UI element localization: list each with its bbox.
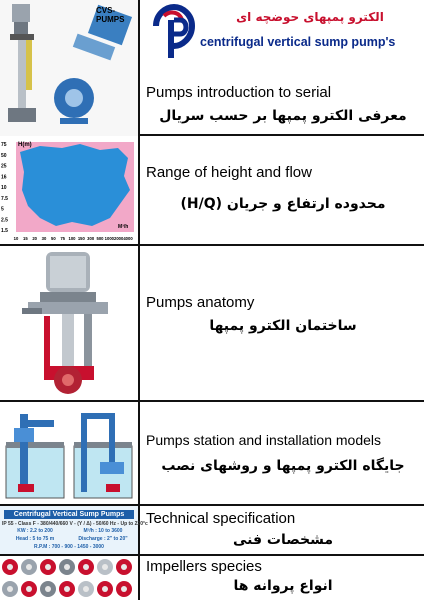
impeller-hub-icon [7, 564, 13, 570]
impeller-hub-icon [121, 564, 127, 570]
company-logo-icon [153, 3, 196, 58]
range-area [20, 144, 130, 226]
section-station[interactable]: Pumps station and installation models جا… [0, 402, 424, 506]
h-axis-label: H(m) [18, 142, 32, 148]
impeller-hub-icon [64, 564, 70, 570]
section-anatomy[interactable]: Pumps anatomy ساختمان الکترو پمپها [0, 246, 424, 402]
section-title-en: Technical specification [146, 510, 296, 527]
x-tick-label: 300 [87, 236, 95, 241]
section-title-en: Pumps station and installation models [146, 432, 382, 448]
x-tick-label: 20 [32, 236, 37, 241]
impeller-hub-icon [26, 586, 32, 592]
section-title-fa: محدوده ارتفاع و جریان (H/Q) [180, 196, 386, 212]
section-title-en: Pumps anatomy [146, 294, 255, 311]
section-title-en: Pumps introduction to serial [146, 84, 332, 101]
x-tick-label: 500 [97, 236, 105, 241]
section-title-en: Range of height and flow [146, 164, 312, 181]
section-title-fa: معرفی الکترو پمپها بر حسب سریال [159, 108, 407, 124]
x-tick-label: 75 [60, 236, 65, 241]
x-tick-label: 1000 [105, 236, 115, 241]
spec-rpm: R.P.M : 700 - 900 - 1450 - 3000 [34, 544, 104, 550]
spec-kw: KW : 2.2 to 200 [17, 528, 53, 534]
y-tick-label: 2.5 [1, 217, 8, 223]
x-tick-label: 100 [69, 236, 77, 241]
spec-flow: M³/h : 10 to 3600 [83, 528, 123, 534]
y-tick-label: 16 [1, 174, 7, 180]
brand-subtitle: centrifugal vertical sump pump's [200, 35, 396, 49]
x-tick-label: 10 [14, 236, 19, 241]
section-title-fa: جایگاه الکترو پمپها و روشهای نصب [161, 458, 405, 474]
impeller-hub-icon [83, 564, 89, 570]
impeller-hub-icon [64, 586, 70, 592]
section-intro[interactable]: CVS-PUMPS الکترو پمپهای حوضچه ای centrif… [0, 0, 424, 136]
x-tick-label: 2000 [114, 236, 124, 241]
impeller-hub-icon [121, 586, 127, 592]
spec-card: Centrifugal Vertical Sump Pumps IP 55 - … [0, 506, 148, 554]
y-tick-label: 50 [1, 153, 7, 159]
impeller-hub-icon [102, 586, 108, 592]
spec-card-thumbnail: Centrifugal Vertical Sump Pumps IP 55 - … [0, 506, 148, 554]
anatomy-thumbnail [0, 246, 140, 400]
x-tick-label: 4000 [123, 236, 133, 241]
section-title-fa: ساختمان الکترو پمپها [209, 318, 357, 334]
y-tick-label: 1.5 [1, 228, 8, 234]
brand-title: الکترو پمپهای حوضچه ای [236, 10, 384, 24]
thumb-label: CVS-PUMPS [96, 6, 125, 24]
y-tick-label: 7.5 [1, 196, 8, 202]
pump-photo-thumbnail: CVS-PUMPS [0, 0, 140, 136]
impellers-icon [0, 556, 138, 600]
section-title-fa: مشخصات فنی [232, 532, 334, 548]
y-tick-label: 10 [1, 185, 7, 191]
pump-station-icon [0, 402, 138, 504]
station-thumbnail [0, 402, 140, 504]
impeller-hub-icon [45, 564, 51, 570]
y-tick-label: 5 [1, 207, 4, 213]
section-spec[interactable]: Centrifugal Vertical Sump Pumps IP 55 - … [0, 506, 424, 556]
q-axis-label: M³/h [118, 224, 129, 230]
x-tick-label: 150 [78, 236, 86, 241]
impeller-hub-icon [102, 564, 108, 570]
x-tick-label: 15 [23, 236, 28, 241]
impeller-hub-icon [26, 564, 32, 570]
y-tick-label: 25 [1, 164, 7, 170]
spec-line-1: IP 55 - Class F - 380/440/660 V - (Y / Δ… [2, 521, 148, 527]
spec-discharge: Discharge : 2" to 20" [78, 536, 128, 542]
pump-anatomy-icon [0, 246, 138, 400]
spec-head: Head : 5 to 75 m [15, 536, 55, 542]
spec-card-title: Centrifugal Vertical Sump Pumps [4, 510, 134, 519]
section-impellers[interactable]: Impellers species انواع پروانه ها [0, 556, 424, 600]
section-title-en: Impellers species [146, 558, 262, 575]
impeller-hub-icon [83, 586, 89, 592]
x-tick-label: 50 [51, 236, 56, 241]
x-tick-label: 30 [42, 236, 47, 241]
impellers-thumbnail [0, 556, 140, 600]
impeller-hub-icon [45, 586, 51, 592]
y-tick-label: 75 [1, 142, 7, 148]
section-title-fa: انواع پروانه ها [233, 578, 333, 594]
impeller-hub-icon [7, 586, 13, 592]
pump-illustration-icon [0, 0, 138, 136]
